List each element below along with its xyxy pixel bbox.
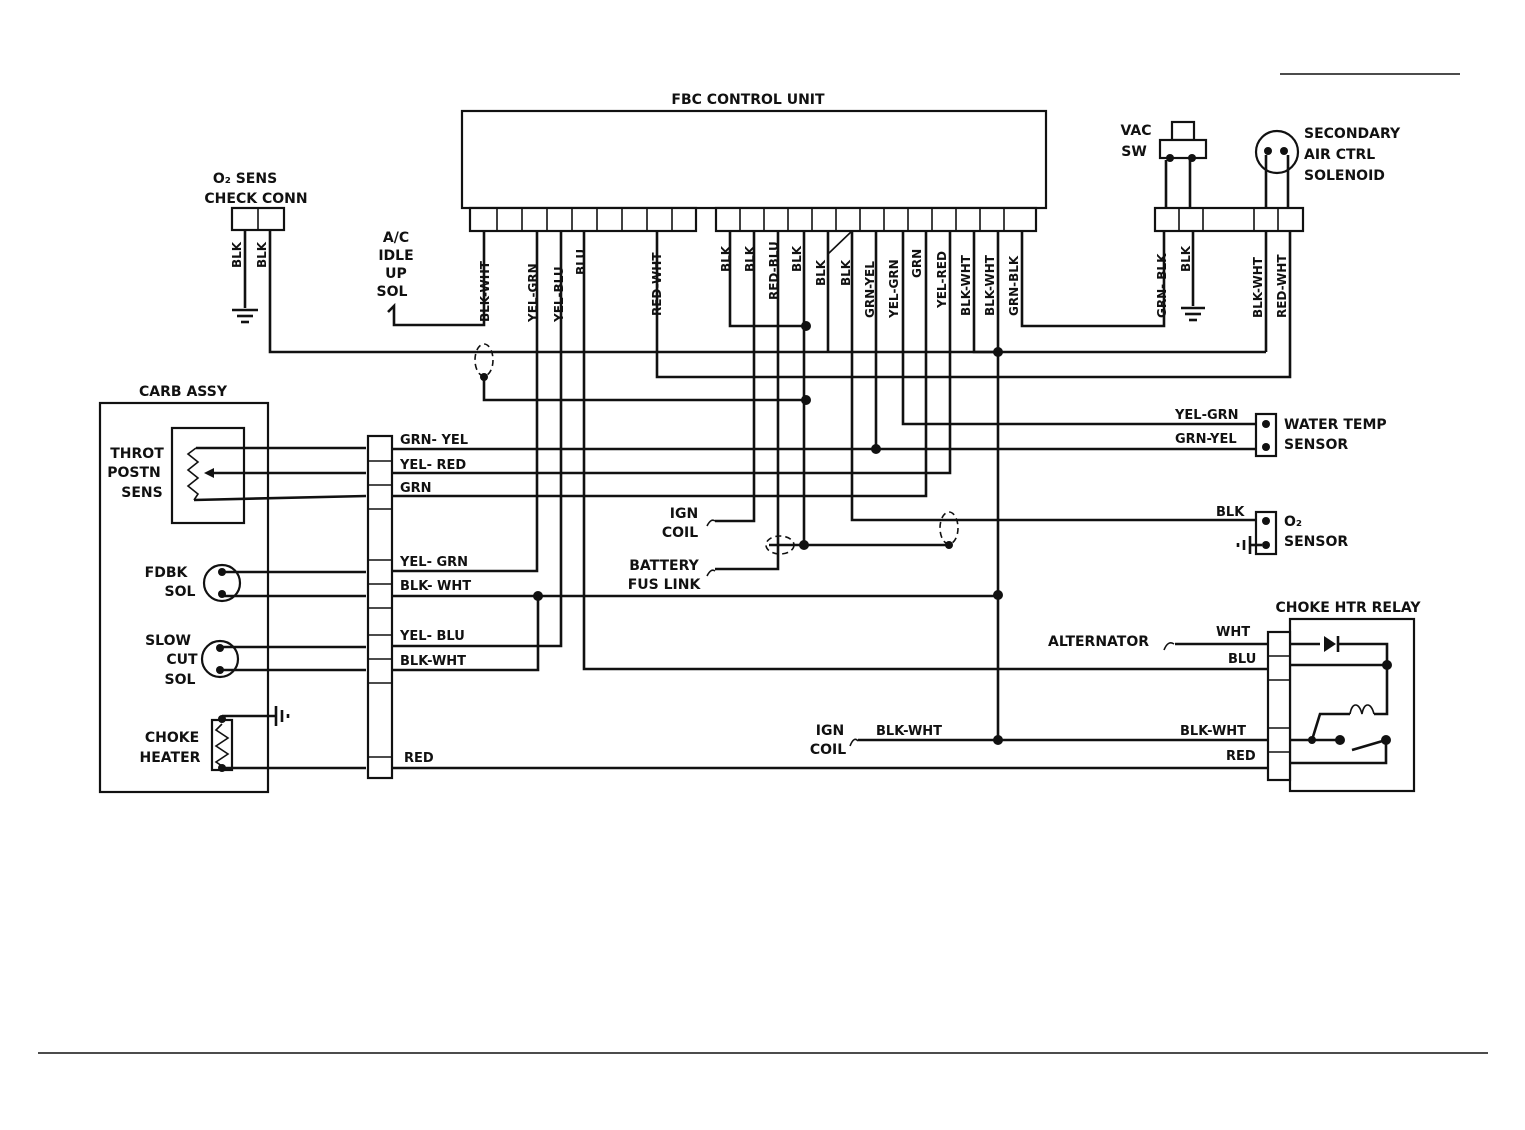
pin-label: BLK [790, 245, 804, 272]
sec-air-label: SOLENOID [1304, 168, 1385, 184]
sec-air-label: AIR CTRL [1304, 147, 1375, 163]
water-temp-label: SENSOR [1284, 437, 1348, 453]
wire-label: RED-WHT [1275, 254, 1289, 318]
pin-label: BLK [839, 259, 853, 286]
water-temp-sensor-icon [1254, 412, 1278, 458]
wire-label: GRN-YEL [1175, 432, 1237, 447]
wire-label: BLK [255, 241, 269, 268]
ign-coil-label: IGN [670, 506, 698, 522]
ign-coil-label: COIL [662, 525, 698, 541]
vac-sw-label: VAC [1121, 123, 1152, 139]
slow-cut-label: SOL [165, 672, 196, 688]
wire-label: BLK- WHT [400, 579, 471, 594]
ecu-left-header [468, 206, 698, 233]
wire-label: BLK [230, 241, 244, 268]
wire-label: RED [404, 751, 434, 766]
slow-cut-label: SLOW [145, 633, 191, 649]
ecu-box [460, 109, 1048, 210]
slow-cut-solenoid-icon [200, 639, 240, 679]
ground-icon [1181, 306, 1205, 322]
wire-break-icon [706, 519, 716, 527]
ac-idle-wire [387, 231, 486, 327]
choke-heater-label: HEATER [140, 750, 201, 766]
wire-label: BLK-WHT [400, 654, 466, 669]
vacuum-switch-icon [1158, 120, 1208, 162]
wire-break-icon [706, 569, 716, 577]
secondary-air-solenoid-icon [1254, 129, 1300, 175]
wire-label: YEL-GRN [1174, 408, 1239, 423]
relay-internals [1290, 636, 1392, 765]
pin-label: BLK [814, 259, 828, 286]
ign-coil-label: IGN [816, 723, 844, 739]
wire-label: BLU [1228, 652, 1256, 667]
ecu-title: FBC CONTROL UNIT [671, 92, 825, 108]
throt-label: SENS [121, 485, 162, 501]
right-connector [1153, 206, 1305, 233]
ac-idle-label: A/C [383, 230, 409, 246]
pin-label: BLK-WHT [959, 254, 973, 316]
wire-label: BLK [1179, 245, 1193, 272]
carb-assy-label: CARB ASSY [139, 384, 228, 400]
alternator-label: ALTERNATOR [1048, 634, 1149, 650]
wire-label: YEL- BLU [399, 629, 465, 644]
ground-icon [274, 706, 290, 726]
choke-heater-label: CHOKE [145, 730, 199, 746]
pin-label: YEL-BLU [552, 266, 566, 323]
wire-label: GRN [400, 481, 432, 496]
throttle-sensor-box [170, 426, 246, 525]
choke-heater-icon [210, 715, 234, 772]
carb-connector [366, 434, 394, 780]
sec-air-label: SECONDARY [1304, 126, 1401, 142]
shield-oval [474, 343, 494, 377]
pin-label: YEL-RED [935, 251, 949, 309]
throt-label: POSTN [107, 465, 161, 481]
pin-label: GRN [910, 249, 924, 278]
potentiometer-icon [186, 446, 367, 502]
wire-label: GRN- BLK [1155, 253, 1169, 318]
fdbk-label: SOL [165, 584, 196, 600]
pin-label: YEL-GRN [887, 259, 901, 319]
pin-label: GRN-YEL [863, 261, 877, 318]
ign-coil-label: COIL [810, 742, 846, 758]
wire-break-icon [1163, 642, 1175, 651]
ac-idle-label: UP [385, 266, 407, 282]
o2-sensor-label: O₂ [1284, 514, 1302, 530]
vac-sw-label: SW [1121, 144, 1147, 160]
ac-idle-label: SOL [377, 284, 408, 300]
water-temp-label: WATER TEMP [1284, 417, 1387, 433]
fdbk-solenoid-icon [202, 563, 242, 603]
o2-check-connector [230, 206, 286, 232]
pin-label: BLU [574, 249, 588, 275]
choke-relay-label: CHOKE HTR RELAY [1276, 600, 1422, 616]
wire-label: RED [1226, 749, 1256, 764]
fdbk-label: FDBK [145, 565, 189, 581]
throt-label: THROT [110, 446, 164, 462]
wire-break-icon [849, 738, 859, 747]
wire-label: GRN- YEL [400, 433, 468, 448]
pin-label: GRN-BLK [1007, 255, 1021, 316]
ground-icon [232, 308, 258, 324]
o2-sensor-label: SENSOR [1284, 534, 1348, 550]
battery-label: BATTERY [629, 558, 699, 574]
wire-label: BLK-WHT [876, 724, 942, 739]
wire-label: BLK [1216, 505, 1245, 520]
pin-label: BLK-WHT [983, 254, 997, 316]
wire-label: WHT [1216, 625, 1250, 640]
o2-sensor-icon [1236, 510, 1278, 556]
slow-cut-label: CUT [166, 652, 198, 668]
ecu-right-header [714, 206, 1038, 233]
relay-connector [1266, 630, 1292, 782]
wire-label: BLK-WHT [1251, 256, 1265, 318]
wire-label: YEL- GRN [399, 555, 468, 570]
o2-check-conn-label: O₂ SENS [213, 171, 277, 187]
battery-label: FUS LINK [628, 577, 702, 593]
wire-label: BLK-WHT [1180, 724, 1246, 739]
o2-check-conn-label: CHECK CONN [204, 191, 307, 207]
wire-label: YEL- RED [399, 458, 466, 473]
ac-idle-label: IDLE [378, 248, 413, 264]
